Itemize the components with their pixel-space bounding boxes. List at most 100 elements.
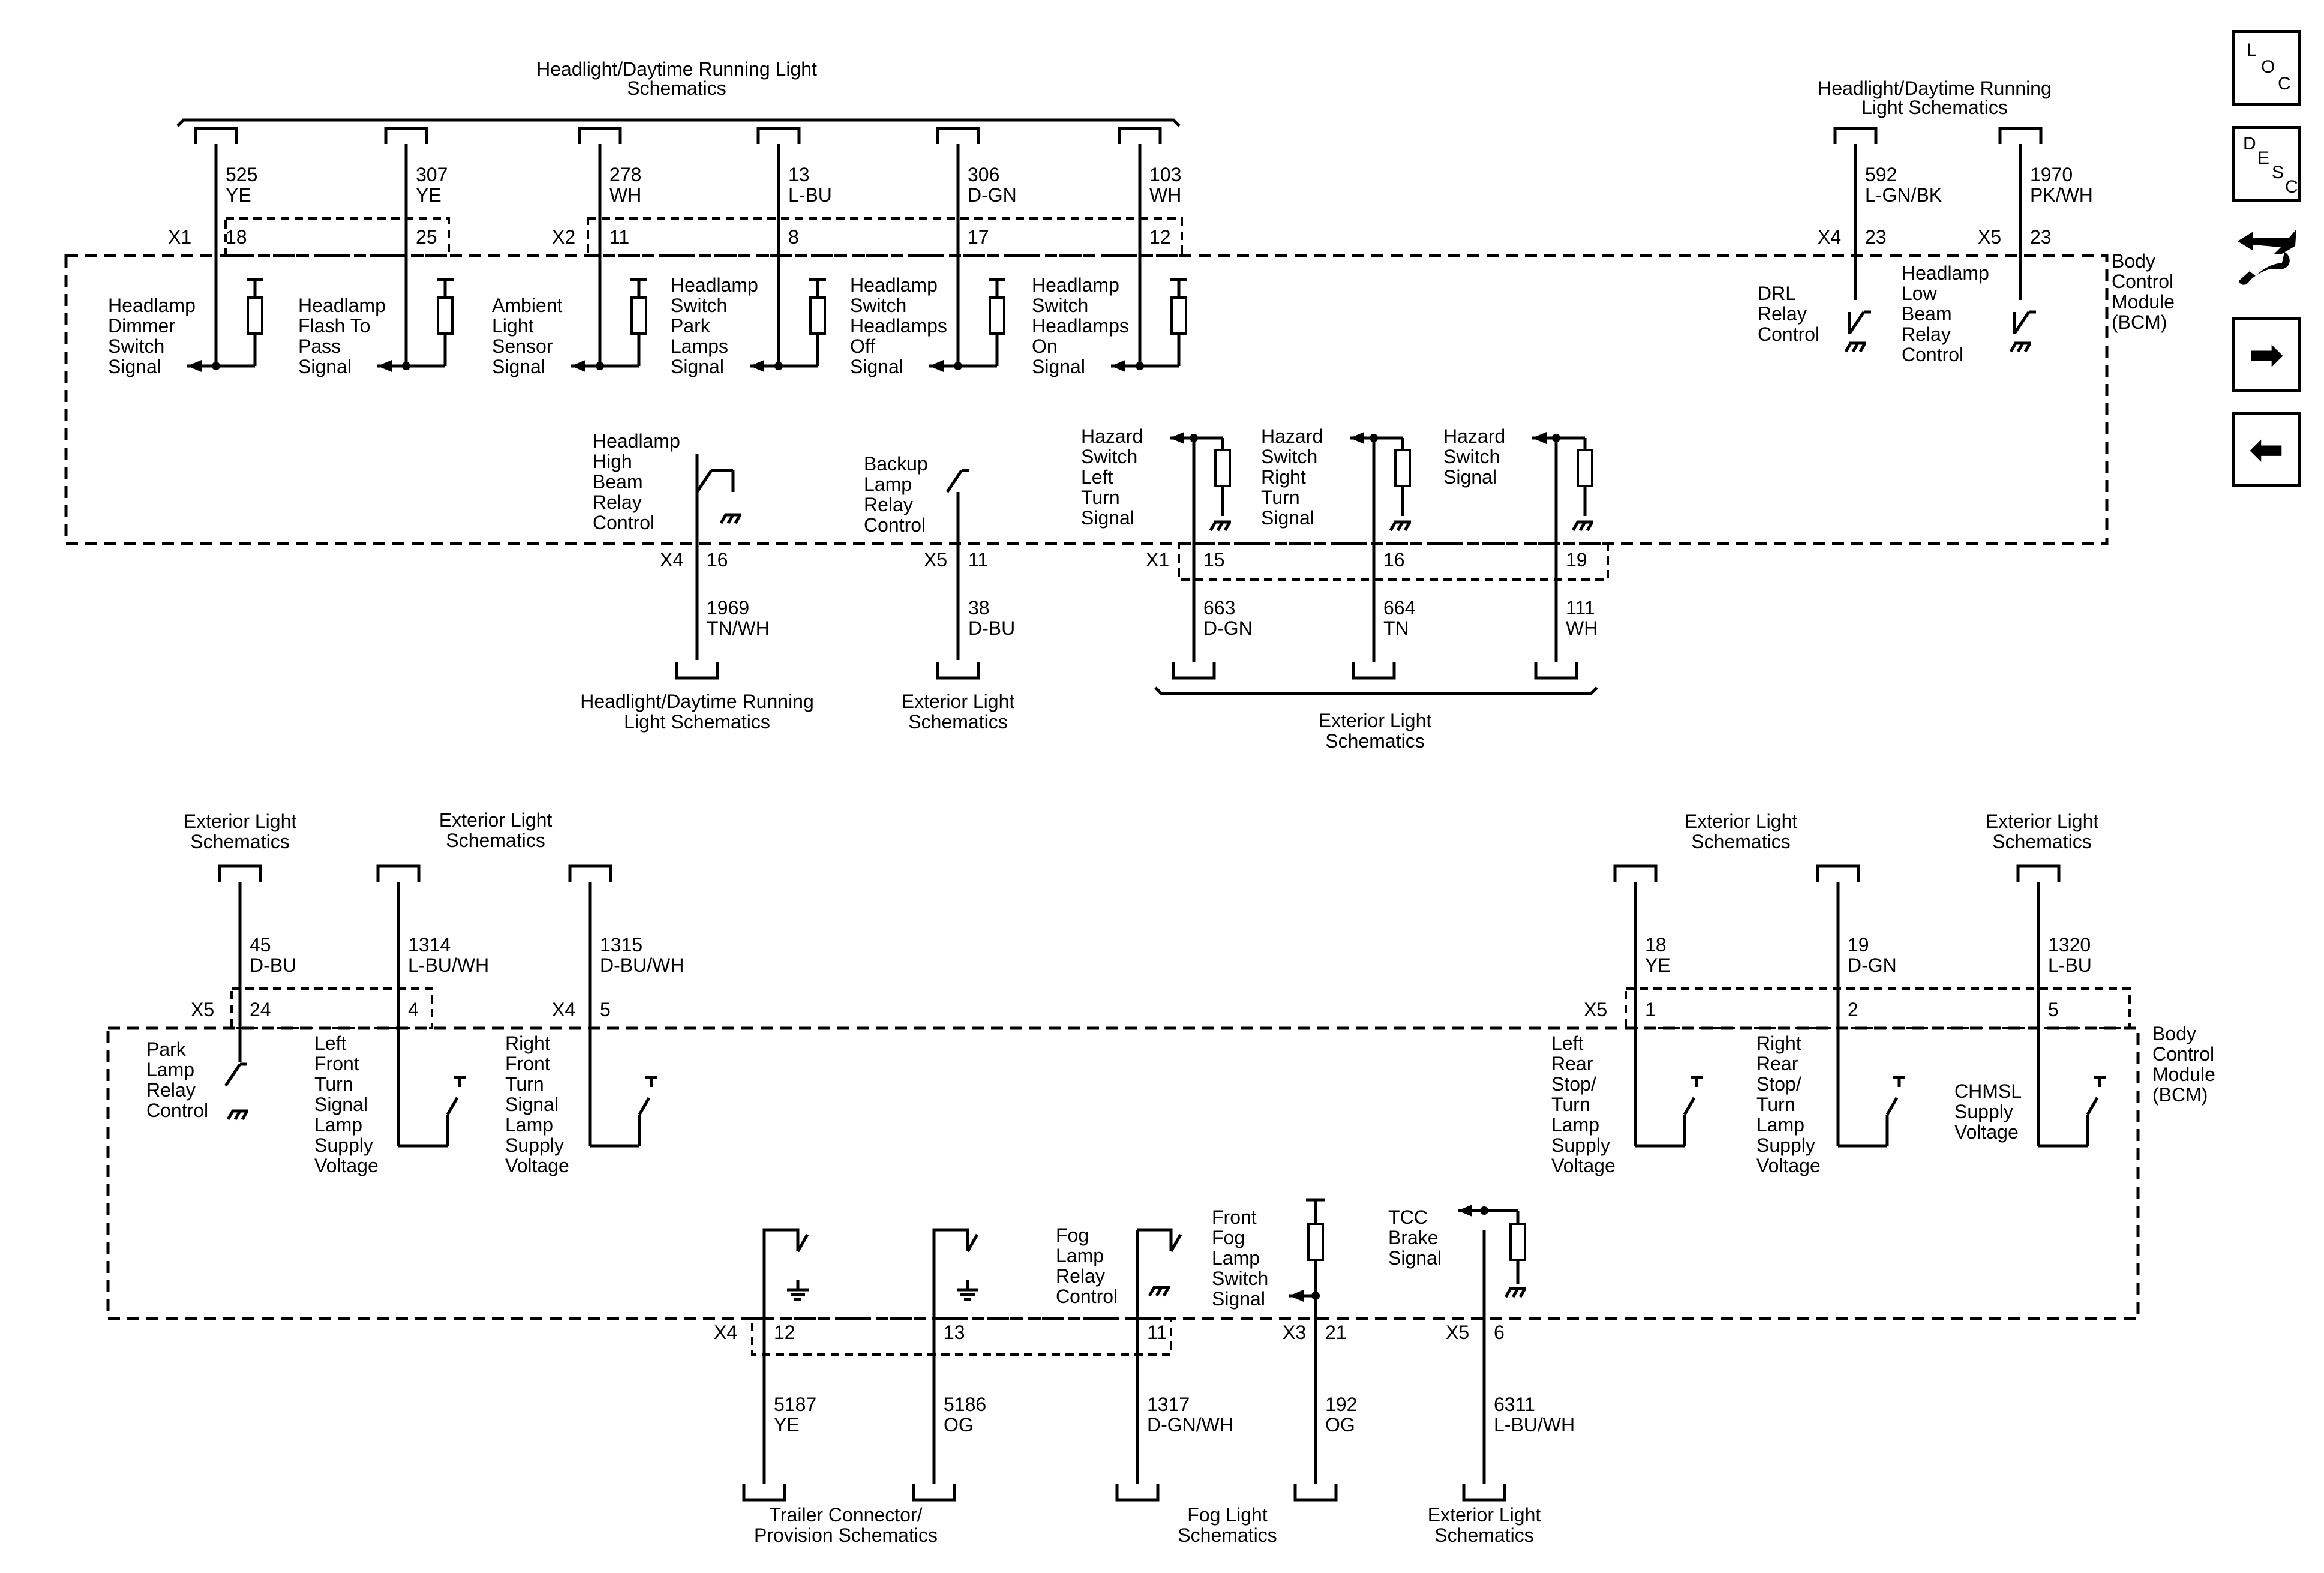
arrowhead-left (1350, 432, 1364, 444)
fog-lamp-relay-control-line: Fog (1056, 1224, 1089, 1246)
wire-color-label: D-GN (1203, 617, 1253, 639)
connector-symbol (384, 127, 428, 144)
switch-contact (1169, 1233, 1182, 1253)
wire-color-label: TN/WH (707, 617, 770, 639)
footer-hazard-line: Exterior Light (1319, 710, 1432, 731)
drl-relay-control-line: Control (1758, 323, 1819, 345)
switch-contact (2086, 1097, 2099, 1116)
wire-number-label: 307 (416, 164, 448, 185)
chassis-ground-tick (1511, 1287, 1520, 1298)
input-signal-2-line: Signal (492, 356, 545, 377)
wire-color-label: L-GN/BK (1865, 184, 1942, 206)
chassis-ground-tick (1155, 1286, 1163, 1297)
connector-symbol (1115, 1484, 1160, 1502)
output-label-1-line: Turn (314, 1073, 353, 1095)
wire-color-label: L-BU/WH (1494, 1414, 1575, 1436)
input-signal-5-line: Headlamps (1032, 315, 1129, 337)
output-label-2-line: Right (505, 1032, 550, 1054)
input-signal-1-line: Headlamp (298, 295, 386, 316)
wire-color-label: D-GN/WH (1147, 1414, 1233, 1436)
wire-number-label: 111 (1566, 597, 1595, 619)
low-beam-relay-control-line: Control (1902, 344, 1963, 365)
loc-button[interactable]: L O C (2232, 30, 2301, 106)
chassis-ground-tick (726, 514, 735, 524)
pin-number-label: 12 (1149, 226, 1171, 248)
arrowhead-left (1532, 432, 1547, 444)
next-page-arrow-icon[interactable]: ➡ (2232, 317, 2301, 392)
switch-contact (1683, 1097, 1696, 1116)
loc-letter-o: O (2261, 57, 2275, 77)
pin-number-label: 1 (1645, 999, 1656, 1020)
output-label-1-line: Left (314, 1032, 346, 1054)
output-label-1-line: Supply (314, 1134, 373, 1156)
switch-contact (446, 1097, 459, 1116)
wire-color-label: YE (774, 1414, 800, 1436)
footer-backup-line: Schematics (908, 711, 1007, 733)
wire-number-label: 192 (1325, 1394, 1357, 1415)
wire-number-label: 19 (1848, 934, 1869, 956)
input-signal-1-line: Signal (298, 356, 352, 377)
connector-label: X4 (660, 549, 683, 571)
pin-number-label: 13 (944, 1322, 965, 1343)
backup-lamp-relay-control-line: Relay (864, 494, 913, 515)
header-ext-light-3-line: Schematics (1691, 831, 1790, 852)
connector-x5-upper (230, 987, 433, 1029)
wire-color-label: YE (1645, 954, 1671, 976)
switch-contact (945, 469, 963, 493)
wire-color-label: L-BU (788, 184, 832, 206)
wire-color-label: D-BU (968, 617, 1015, 639)
input-signal-2-line: Light (492, 315, 534, 337)
hazard-signal-0-line: Hazard (1081, 425, 1143, 447)
output-label-4-line: Turn (1756, 1094, 1795, 1115)
input-signal-2-line: Sensor (492, 335, 553, 357)
high-beam-relay-control-line: Relay (593, 491, 642, 513)
wire-color-label: L-BU (2048, 954, 2092, 976)
header-headlight-left-line: Schematics (627, 77, 726, 99)
connector-label: X5 (191, 999, 214, 1020)
arrowhead-left (1170, 432, 1184, 444)
connector-symbol (376, 864, 421, 882)
pin-number-label: 5 (2048, 999, 2059, 1020)
backup-lamp-relay-control-line: Lamp (864, 473, 912, 495)
switch-contact (2013, 311, 2031, 335)
hazard-signal-2-line: Switch (1443, 446, 1500, 467)
chassis-ground-tick (1571, 521, 1580, 532)
connector-symbol (1118, 127, 1162, 144)
output-label-1-line: Voltage (314, 1155, 379, 1176)
pin-number-label: 18 (226, 226, 247, 248)
pin-number-label: 21 (1325, 1322, 1347, 1343)
pin-number-label: 2 (1848, 999, 1858, 1020)
input-signal-4-line: Off (850, 335, 875, 357)
header-ext-light-1-line: Schematics (190, 831, 289, 852)
backup-lamp-relay-control-line: Backup (864, 453, 928, 475)
wire-color-label: L-BU/WH (408, 954, 489, 976)
front-fog-lamp-switch-signal-line: Fog (1212, 1227, 1245, 1248)
output-label-2-line: Signal (505, 1094, 559, 1115)
tcc-brake-signal-line: Brake (1388, 1227, 1439, 1248)
wire-color-label: D-GN (968, 184, 1017, 206)
wire-color-label: TN (1383, 617, 1409, 639)
wire-color-label: YE (416, 184, 442, 206)
switch-contact (695, 469, 713, 493)
output-label-2-line: Front (505, 1053, 550, 1074)
chassis-ground-tick (1148, 1286, 1156, 1297)
desc-button[interactable]: D E S C (2232, 126, 2301, 202)
front-fog-lamp-switch-signal-line: Lamp (1212, 1247, 1260, 1269)
desc-letter-d: D (2243, 134, 2256, 154)
fog-lamp-relay-control-line: Lamp (1056, 1245, 1104, 1266)
connector-symbol (194, 127, 238, 144)
low-beam-relay-control-line: Relay (1902, 323, 1951, 345)
previous-page-arrow-icon[interactable]: ⬅ (2232, 412, 2301, 487)
output-label-0-line: Lamp (146, 1059, 194, 1080)
arrowhead-left (1458, 1205, 1472, 1217)
footer-fog-line: Schematics (1178, 1524, 1277, 1546)
chassis-ground-tick (1389, 521, 1397, 532)
resistor-symbol (630, 296, 647, 335)
chassis-ground-tick (1504, 1287, 1512, 1298)
connector-view-icon[interactable] (2232, 221, 2301, 296)
wire-number-label: 525 (226, 164, 257, 185)
pin-number-label: 11 (968, 549, 988, 571)
pin-number-label: 4 (408, 999, 419, 1020)
footer-brace (1154, 686, 1598, 695)
wire-number-label: 18 (1645, 934, 1667, 956)
